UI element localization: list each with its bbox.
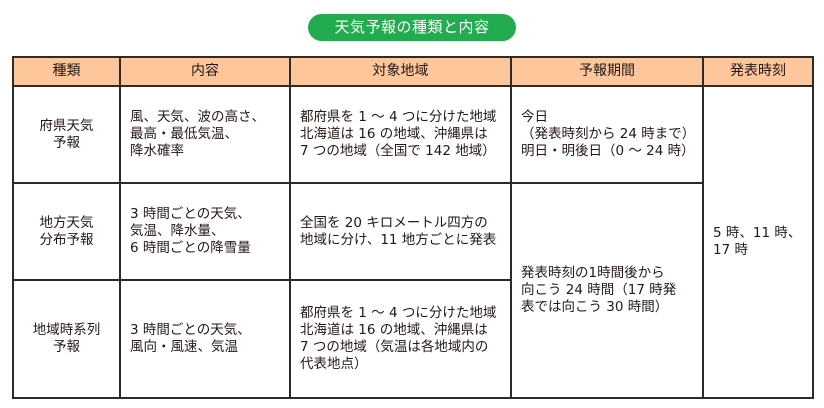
type-line: 地方天気 bbox=[39, 214, 94, 231]
period-cell: 発表時刻の1時間後から 向こう 24 時間（17 時発 表では向こう 30 時間… bbox=[510, 182, 704, 399]
release-time-line: 5 時、11 時、 bbox=[713, 225, 802, 241]
area-line: 北海道は 16 の地域、沖縄県は bbox=[300, 126, 488, 142]
type-line: 予報 bbox=[53, 134, 80, 151]
content-line: 最高・最低気温、 bbox=[130, 126, 238, 142]
type-cell: 地方天気 分布予報 bbox=[12, 182, 121, 281]
type-line: 府県天気 bbox=[39, 117, 94, 134]
header-release-time: 発表時刻 bbox=[702, 56, 814, 87]
content-line: 6 時間ごとの降雪量 bbox=[130, 240, 251, 256]
period-line: 向こう 24 時間（17 時発 bbox=[521, 282, 677, 298]
content-line: 3 時間ごとの天気、 bbox=[130, 322, 251, 338]
area-cell: 都府県を 1 ～ 4 つに分けた地域 北海道は 16 の地域、沖縄県は 7 つの… bbox=[289, 279, 512, 399]
table-row: 地方天気 分布予報 3 時間ごとの天気、 気温、降水量、 6 時間ごとの降雪量 … bbox=[12, 182, 813, 399]
content-cell: 風、天気、波の高さ、 最高・最低気温、 降水確率 bbox=[119, 85, 291, 184]
type-line: 予報 bbox=[53, 339, 80, 355]
area-line: 北海道は 16 の地域、沖縄県は bbox=[300, 322, 488, 338]
page-title: 天気予報の種類と内容 bbox=[308, 14, 516, 41]
content-cell: 3 時間ごとの天気、 風向・風速、気温 bbox=[119, 279, 291, 399]
area-line: 都府県を 1 ～ 4 つに分けた地域 bbox=[300, 305, 497, 321]
release-time-line: 17 時 bbox=[713, 242, 748, 258]
area-line: 7 つの地域（全国で 142 地域） bbox=[300, 143, 496, 159]
period-line: 表では向こう 30 時間） bbox=[521, 299, 669, 315]
header-area: 対象地域 bbox=[289, 56, 512, 87]
content-line: 3 時間ごとの天気、 bbox=[130, 206, 251, 222]
area-line: 代表地点） bbox=[300, 356, 368, 372]
area-cell: 都府県を 1 ～ 4 つに分けた地域 北海道は 16 の地域、沖縄県は 7 つの… bbox=[289, 85, 512, 184]
content-line: 風向・風速、気温 bbox=[130, 339, 238, 355]
type-line: 分布予報 bbox=[39, 231, 94, 248]
header-period: 予報期間 bbox=[510, 56, 704, 87]
area-line: 地域に分け、11 地方ごとに発表 bbox=[300, 231, 497, 248]
area-line: 全国を 20 キロメートル四方の bbox=[300, 214, 488, 231]
period-line: （発表時刻から 24 時まで） bbox=[521, 126, 696, 142]
content-line: 降水確率 bbox=[130, 143, 184, 159]
period-line: 明日・明後日（0 ～ 24 時） bbox=[521, 143, 695, 159]
release-time-cell: 5 時、11 時、 17 時 bbox=[702, 85, 814, 399]
area-cell: 全国を 20 キロメートル四方の 地域に分け、11 地方ごとに発表 bbox=[289, 182, 512, 281]
table-row: 地域時系列 予報 3 時間ごとの天気、 風向・風速、気温 都府県を 1 ～ 4 … bbox=[12, 279, 813, 399]
type-line: 地域時系列 bbox=[32, 322, 101, 338]
area-line: 都府県を 1 ～ 4 つに分けた地域 bbox=[300, 109, 497, 125]
area-line: 7 つの地域（気温は各地域内の bbox=[300, 339, 489, 355]
content-line: 気温、降水量、 bbox=[130, 223, 225, 239]
period-cell: 今日 （発表時刻から 24 時まで） 明日・明後日（0 ～ 24 時） bbox=[510, 85, 704, 184]
content-line: 風、天気、波の高さ、 bbox=[130, 109, 265, 125]
table-row: 府県天気 予報 風、天気、波の高さ、 最高・最低気温、 降水確率 都府県を 1 … bbox=[12, 85, 814, 399]
type-cell: 府県天気 予報 bbox=[12, 85, 121, 184]
type-cell: 地域時系列 予報 bbox=[12, 279, 121, 399]
period-line: 発表時刻の1時間後から bbox=[521, 265, 665, 281]
period-line: 今日 bbox=[521, 109, 548, 125]
table-header-row: 種類 内容 対象地域 予報期間 発表時刻 bbox=[12, 56, 814, 87]
header-type: 種類 bbox=[12, 56, 121, 87]
header-content: 内容 bbox=[119, 56, 291, 87]
content-cell: 3 時間ごとの天気、 気温、降水量、 6 時間ごとの降雪量 bbox=[119, 182, 291, 281]
forecast-types-table: 種類 内容 対象地域 予報期間 発表時刻 府県天気 予報 風、天気、波の高さ、 … bbox=[12, 56, 814, 399]
